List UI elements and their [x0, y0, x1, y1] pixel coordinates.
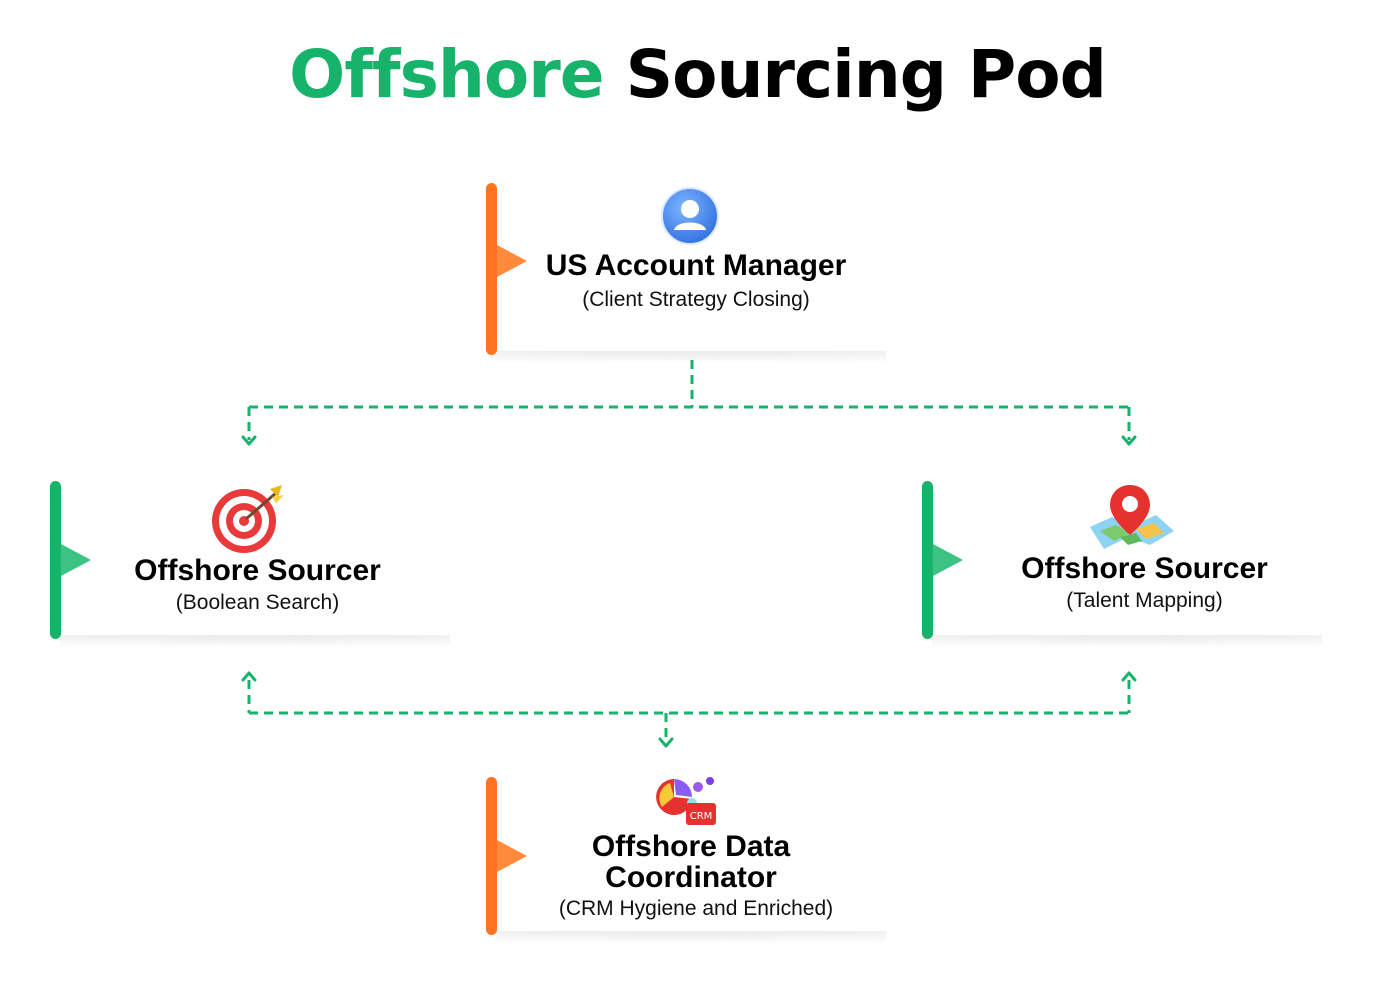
- user-avatar-icon: [660, 186, 720, 251]
- accent-bar: [50, 481, 61, 639]
- arrowhead-coordinator-down: [658, 737, 674, 748]
- arrowhead-right-down: [1121, 435, 1137, 446]
- node-subtitle: (Boolean Search): [175, 591, 340, 614]
- target-dart-icon: [210, 483, 286, 560]
- flag-marker: [61, 544, 91, 576]
- diagram-title: Offshore Sourcing Pod: [0, 30, 1395, 120]
- node-title: Offshore Sourcer: [1021, 552, 1268, 585]
- title-accent: Offshore: [289, 36, 604, 113]
- node-title-line1: Offshore Data: [591, 830, 791, 863]
- title-rest: Sourcing Pod: [625, 36, 1107, 113]
- node-subtitle: (Talent Mapping): [1066, 589, 1223, 612]
- map-pin-icon: [1084, 483, 1178, 558]
- node-offshore-sourcer-boolean: Offshore Sourcer (Boolean Search): [50, 481, 460, 651]
- node-us-account-manager: US Account Manager (Client Strategy Clos…: [486, 183, 896, 367]
- flag-marker: [497, 840, 527, 872]
- flag-marker: [497, 245, 527, 277]
- accent-bar: [486, 183, 497, 355]
- node-title: US Account Manager: [545, 249, 847, 282]
- node-title: Offshore Sourcer: [134, 554, 381, 587]
- crm-data-icon: [652, 773, 722, 834]
- crm-badge: CRM: [689, 811, 713, 822]
- flag-marker: [933, 544, 963, 576]
- node-offshore-sourcer-mapping: Offshore Sourcer (Talent Mapping): [922, 481, 1332, 651]
- arrowhead-left-down: [241, 435, 257, 446]
- arrowhead-right-up: [1121, 671, 1137, 682]
- accent-bar: [922, 481, 933, 639]
- node-title-line2: Coordinator: [605, 861, 777, 894]
- node-subtitle: (CRM Hygiene and Enriched): [558, 897, 834, 920]
- node-subtitle: (Client Strategy Closing): [582, 288, 810, 311]
- accent-bar: [486, 777, 497, 935]
- node-offshore-data-coordinator: CRM Offshore Data Coordinator (CRM Hygie…: [486, 777, 896, 947]
- arrowhead-left-up: [241, 671, 257, 682]
